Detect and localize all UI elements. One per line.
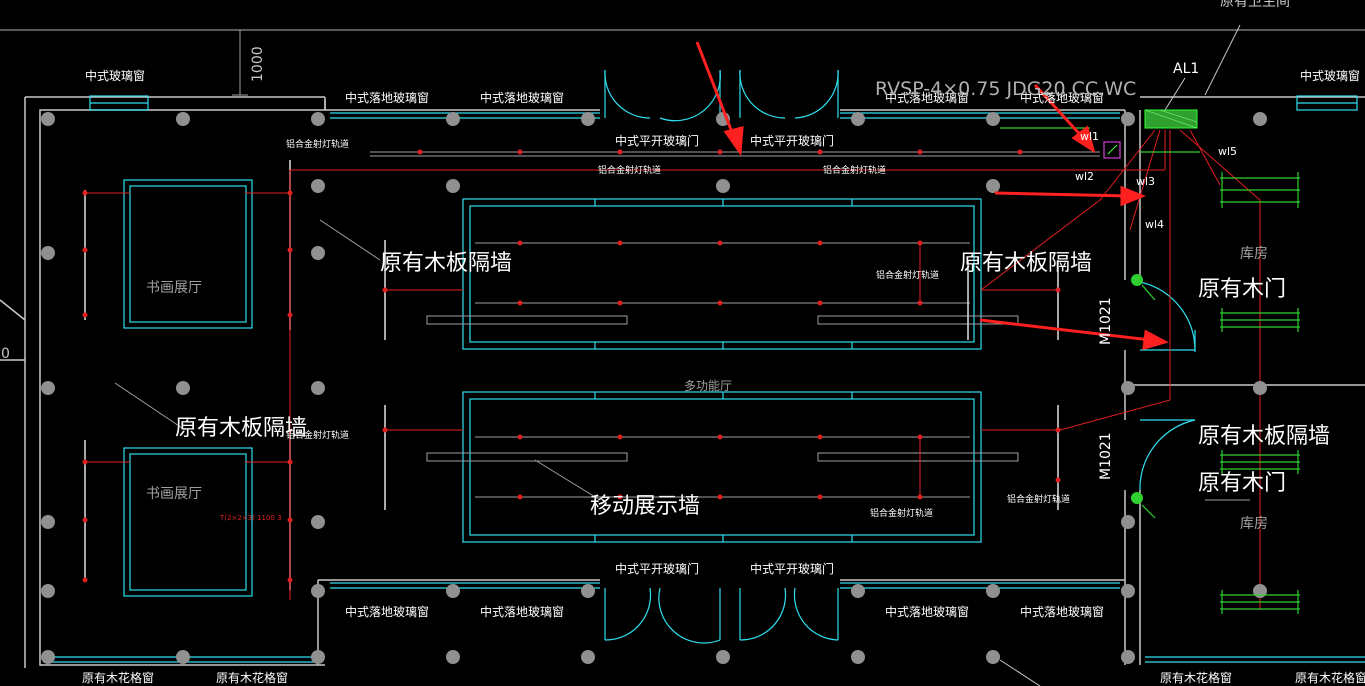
dimension-label: 0 xyxy=(1,346,10,362)
storeroom-fixtures xyxy=(1000,127,1300,614)
partition-label: 原有木板隔墙 xyxy=(175,416,307,441)
floor-window-label: 中式落地玻璃窗 xyxy=(1020,90,1104,105)
cable-spec-label: RVSP-4×0.75 JDG20 CC.WC xyxy=(875,78,1136,100)
partition-label: 原有木板隔墙 xyxy=(380,251,512,276)
storeroom-label: 库房 xyxy=(1240,516,1268,532)
floor-window-label: 中式落地玻璃窗 xyxy=(345,90,429,105)
floor-window-label: 中式落地玻璃窗 xyxy=(885,90,969,105)
lattice-window-label: 原有木花格窗 xyxy=(82,670,154,685)
partition-label: 原有木板隔墙 xyxy=(960,251,1092,276)
circuit-wl2: wl2 xyxy=(1075,170,1094,183)
wood-door-label: 原有木门 xyxy=(1198,277,1286,302)
wood-door-label: 原有木门 xyxy=(1198,471,1286,496)
glass-door-label: 中式平开玻璃门 xyxy=(750,133,834,148)
window-label: 中式玻璃窗 xyxy=(85,68,145,83)
glass-door-label: 中式平开玻璃门 xyxy=(615,133,699,148)
storeroom-label: 库房 xyxy=(1240,246,1268,262)
track-label: 铝合金射灯轨道 xyxy=(870,507,933,519)
circuit-wl5: wl5 xyxy=(1218,145,1237,158)
floor-window-label: 中式落地玻璃窗 xyxy=(885,604,969,619)
glazing-and-frames xyxy=(45,69,1365,663)
glass-door-label: 中式平开玻璃门 xyxy=(750,561,834,576)
track-label: 铝合金射灯轨道 xyxy=(286,429,349,441)
lattice-window-label: 原有木花格窗 xyxy=(1160,670,1232,685)
track-label: 铝合金射灯轨道 xyxy=(598,164,661,176)
floor-window-label: 中式落地玻璃窗 xyxy=(480,90,564,105)
columns xyxy=(41,112,1267,664)
top-note-label: 原有卫生间 xyxy=(1220,0,1290,10)
circuit-wl1: wl1 xyxy=(1080,130,1099,143)
track-label: 铝合金射灯轨道 xyxy=(823,164,886,176)
annotation-arrows xyxy=(695,41,1170,351)
floor-window-label: 中式落地玻璃窗 xyxy=(1020,604,1104,619)
dimension-label: 1000 xyxy=(250,46,266,82)
tiny-note-label: T(2×2×3) 1100 3 xyxy=(219,514,282,522)
light-fixtures xyxy=(82,149,1061,583)
emergency-light-icon xyxy=(1131,274,1143,286)
partition-label: 原有木板隔墙 xyxy=(1198,424,1330,449)
lighting-wiring xyxy=(85,129,1261,610)
multi-hall-label: 多功能厅 xyxy=(684,379,732,393)
circuit-wl3: wl3 xyxy=(1136,175,1155,188)
mobile-wall-label: 移动展示墙 xyxy=(590,494,700,519)
track-label: 铝合金射灯轨道 xyxy=(876,269,939,281)
glass-door-label: 中式平开玻璃门 xyxy=(615,561,699,576)
switch-icon xyxy=(1103,141,1121,159)
calligraphy-hall-label: 书画展厅 xyxy=(146,280,202,296)
floor-window-label: 中式落地玻璃窗 xyxy=(345,604,429,619)
floor-window-label: 中式落地玻璃窗 xyxy=(480,604,564,619)
panel-label: AL1 xyxy=(1173,61,1199,77)
lattice-window-label: 原有木花格窗 xyxy=(216,670,288,685)
door-code-label: M1021 xyxy=(1098,432,1114,480)
emergency-light-icon xyxy=(1131,492,1143,504)
calligraphy-hall-label: 书画展厅 xyxy=(146,486,202,502)
window-label: 中式玻璃窗 xyxy=(1300,68,1360,83)
track-label: 铝合金射灯轨道 xyxy=(1007,493,1070,505)
lattice-window-label: 原有木花格窗 xyxy=(1295,670,1365,685)
track-label: 铝合金射灯轨道 xyxy=(286,138,349,150)
door-code-label: M1021 xyxy=(1098,297,1114,345)
circuit-wl4: wl4 xyxy=(1145,218,1164,231)
